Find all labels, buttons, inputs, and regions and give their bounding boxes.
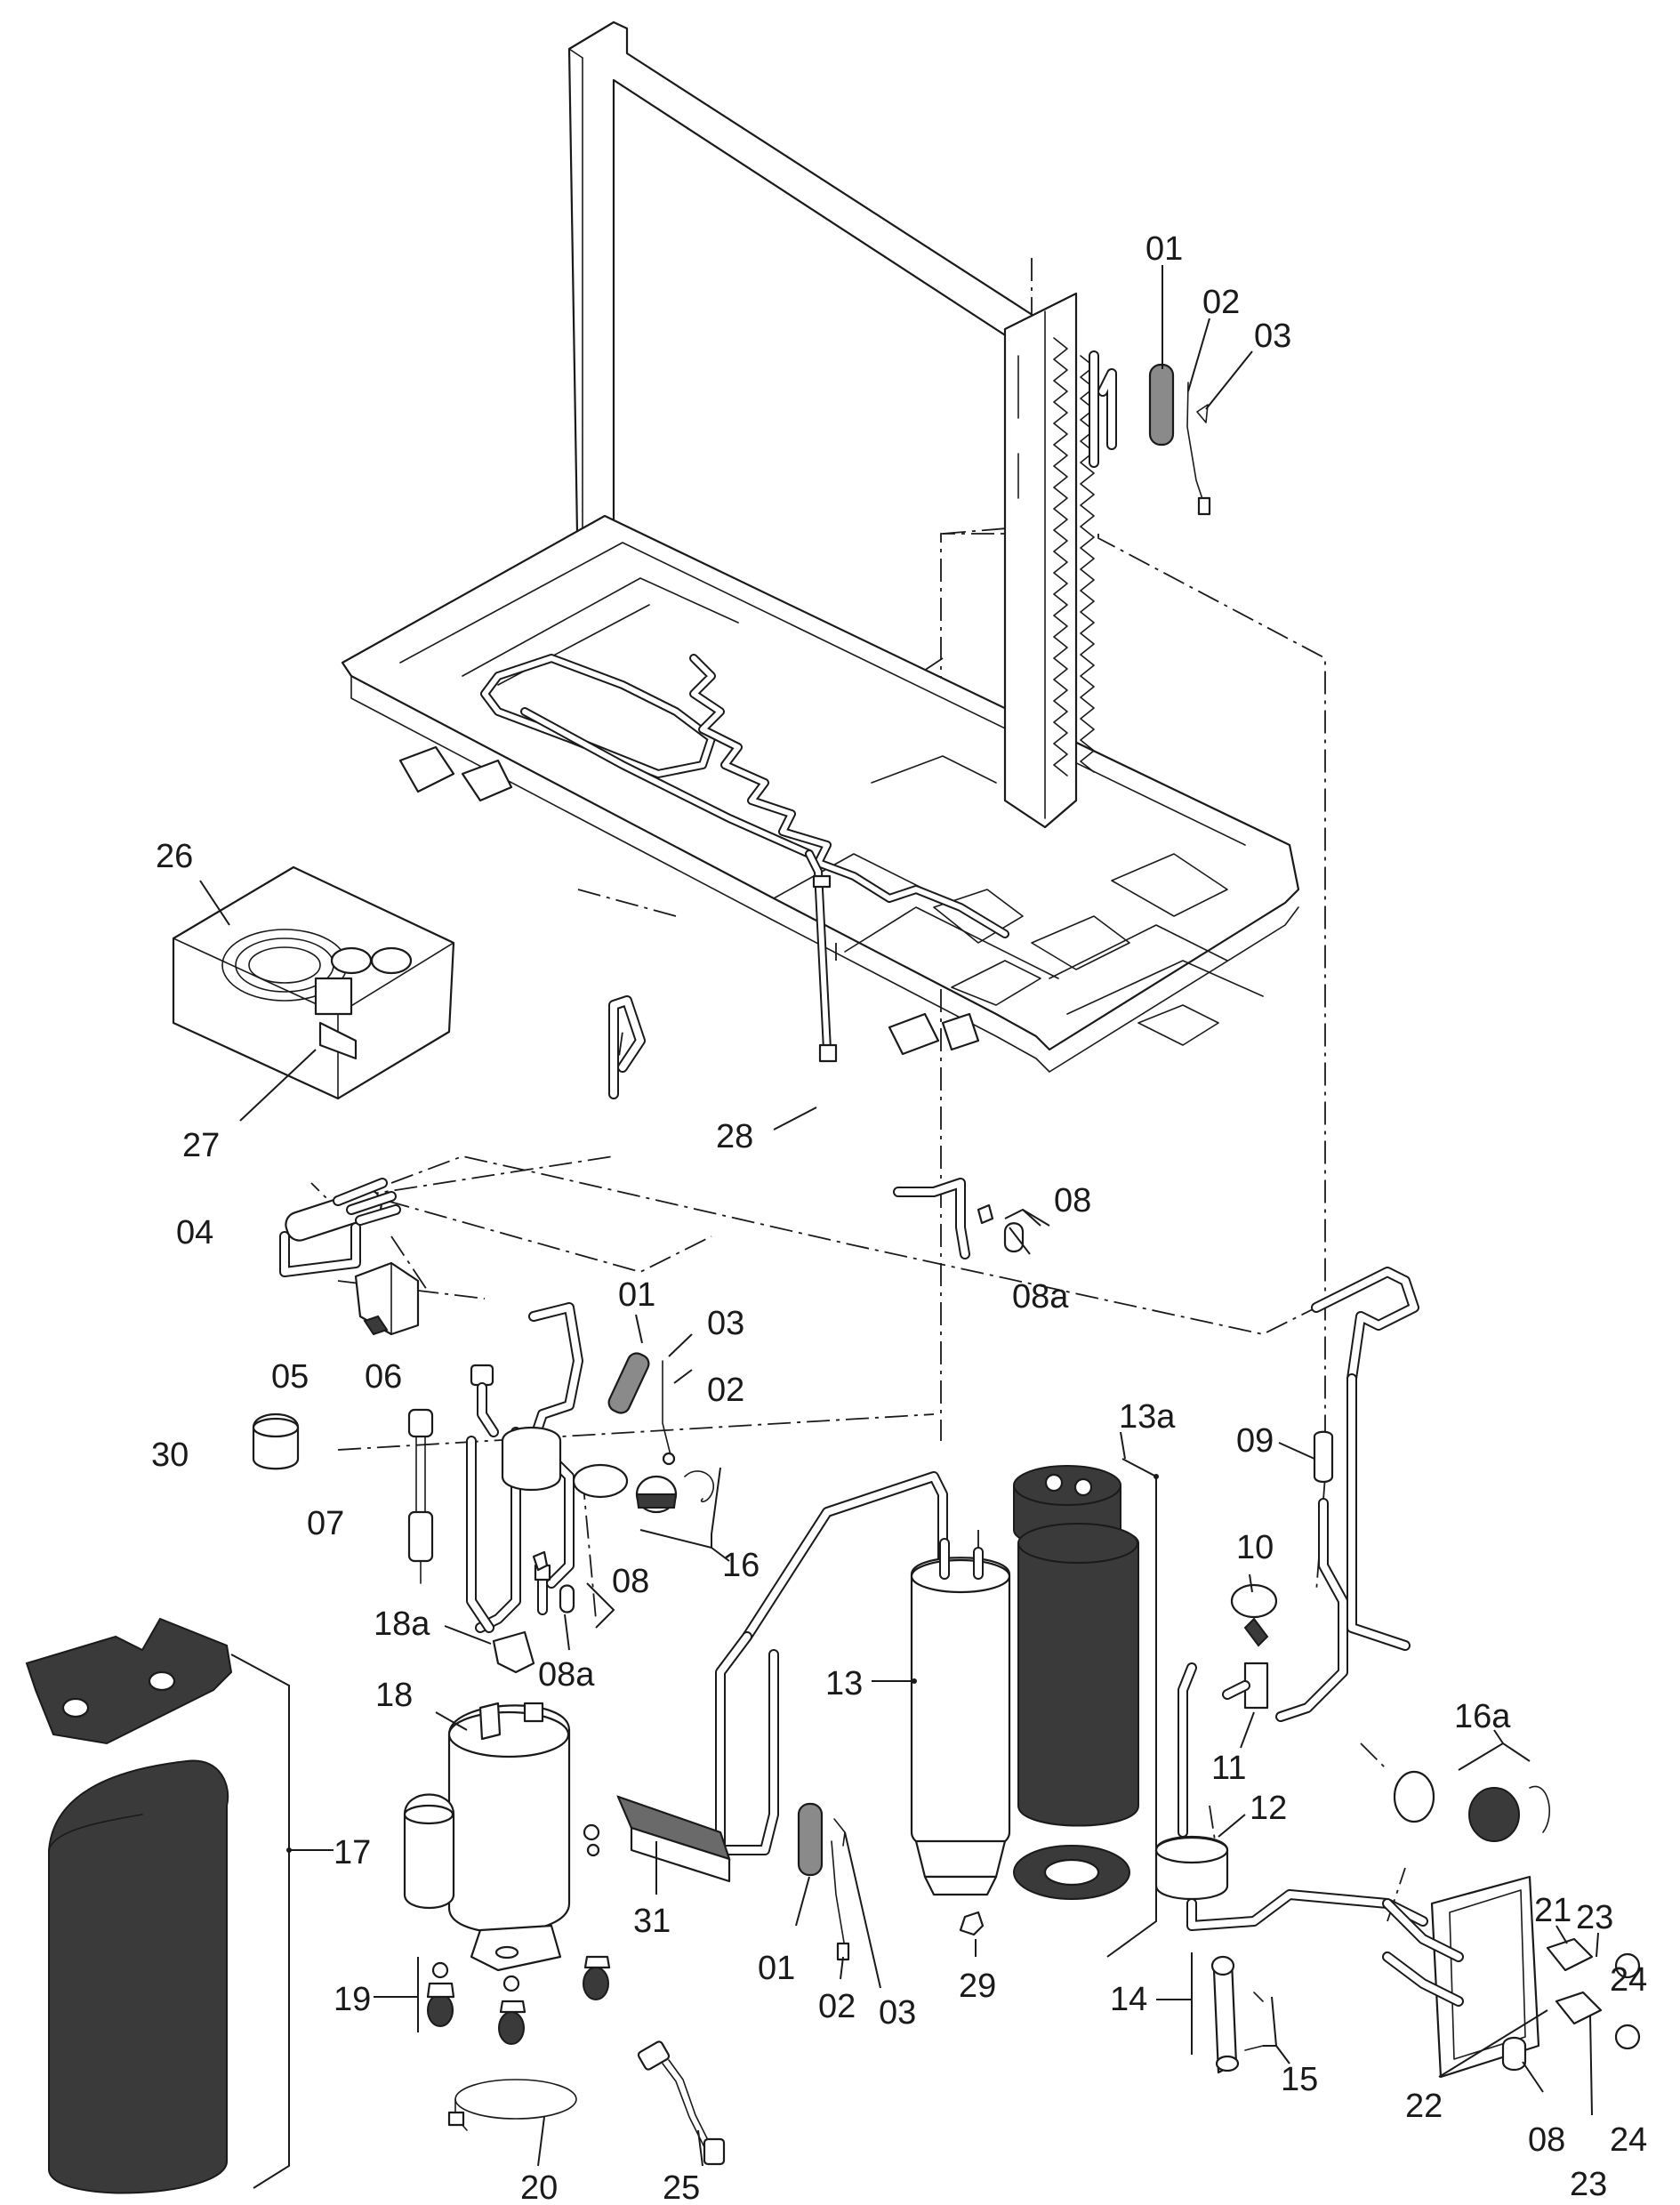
callout-29: 29 xyxy=(959,1968,996,2005)
callout-07: 07 xyxy=(307,1505,344,1542)
grommet-16 xyxy=(635,1467,730,1562)
callout-05: 05 xyxy=(271,1358,309,1396)
suction-line-pipe xyxy=(390,1155,1419,1651)
callout-27: 27 xyxy=(182,1127,220,1164)
fittings-08-mid xyxy=(893,1178,1050,1259)
callout-01-mid: 01 xyxy=(618,1276,655,1314)
compressor-jacket-17 xyxy=(25,1617,334,2194)
top-sensor-group xyxy=(1148,265,1253,516)
callout-03-mid: 03 xyxy=(707,1305,744,1342)
callout-08-mid: 08 xyxy=(1054,1182,1091,1219)
callout-30: 30 xyxy=(151,1436,189,1474)
filter-12 xyxy=(1154,1662,1428,1931)
mid-sensor-group xyxy=(607,1314,693,1466)
callout-13a: 13a xyxy=(1119,1398,1176,1436)
callout-19: 19 xyxy=(334,1981,371,2018)
callout-15: 15 xyxy=(1281,2061,1318,2098)
callout-01-top: 01 xyxy=(1145,230,1183,268)
central-pipe-bundle xyxy=(466,1302,629,1633)
heater-kit-box xyxy=(172,865,455,1122)
valve-group-09-11 xyxy=(1222,1430,1348,1749)
reversing-valve-group xyxy=(279,1178,499,1437)
callout-21: 21 xyxy=(1534,1892,1571,1929)
callout-25: 25 xyxy=(663,2169,700,2205)
callout-28: 28 xyxy=(716,1118,753,1155)
bracket-14-15 xyxy=(1156,1952,1290,2074)
sensor-07-and-30 xyxy=(252,1408,434,1584)
callout-08a-low: 08a xyxy=(538,1656,595,1694)
base-frame-assembly xyxy=(341,20,1300,1073)
callout-20: 20 xyxy=(520,2169,558,2205)
callout-08a-mid: 08a xyxy=(1012,1278,1069,1316)
callout-10: 10 xyxy=(1236,1529,1274,1566)
compressor-18 xyxy=(374,1702,611,2045)
callout-13: 13 xyxy=(825,1665,863,1702)
callout-23-upper: 23 xyxy=(1576,1899,1613,1936)
callout-03-top: 03 xyxy=(1254,318,1291,355)
callout-02-mid: 02 xyxy=(707,1372,744,1409)
callout-24-lower: 24 xyxy=(1610,2121,1647,2159)
u-bend-pipe xyxy=(608,995,646,1099)
callout-16a: 16a xyxy=(1454,1698,1511,1735)
grommet-16a xyxy=(1393,1729,1550,1842)
callout-16: 16 xyxy=(722,1547,760,1584)
callout-17: 17 xyxy=(334,1834,371,1871)
callout-24-upper: 24 xyxy=(1610,1961,1647,1999)
callout-31: 31 xyxy=(633,1903,671,1940)
callout-02-low: 02 xyxy=(818,1988,856,2025)
accumulator-13 xyxy=(715,1471,1011,1957)
fin-coils xyxy=(1053,337,1095,777)
leader-28 xyxy=(773,1107,817,1131)
callout-labels: 01 02 03 26 27 28 04 08 08a 01 03 02 05 … xyxy=(151,230,1647,2205)
callout-12: 12 xyxy=(1250,1790,1287,1827)
callout-26: 26 xyxy=(156,838,193,875)
callout-06: 06 xyxy=(365,1358,402,1396)
callout-23-lower: 23 xyxy=(1570,2166,1607,2203)
fittings-18a-08 xyxy=(444,1550,615,1674)
callout-14: 14 xyxy=(1110,1981,1147,2018)
callout-11: 11 xyxy=(1211,1750,1246,1787)
callout-09: 09 xyxy=(1236,1422,1274,1460)
callout-18: 18 xyxy=(375,1677,413,1714)
callout-04: 04 xyxy=(176,1214,213,1251)
cables-20-25 xyxy=(447,2040,726,2167)
callout-08-bottom-right: 08 xyxy=(1528,2121,1565,2159)
service-valve-panel xyxy=(1382,1875,1641,2116)
callout-02-top: 02 xyxy=(1202,284,1240,321)
block-31 xyxy=(616,1795,731,1895)
callout-03-low: 03 xyxy=(879,1994,916,2032)
callout-22: 22 xyxy=(1405,2088,1443,2125)
jacket-13a xyxy=(1013,1431,1159,1958)
callout-08-low: 08 xyxy=(612,1563,649,1600)
low-sensor-group xyxy=(795,1802,881,1989)
callout-01-low: 01 xyxy=(758,1950,795,1987)
callout-18a: 18a xyxy=(374,1605,430,1643)
